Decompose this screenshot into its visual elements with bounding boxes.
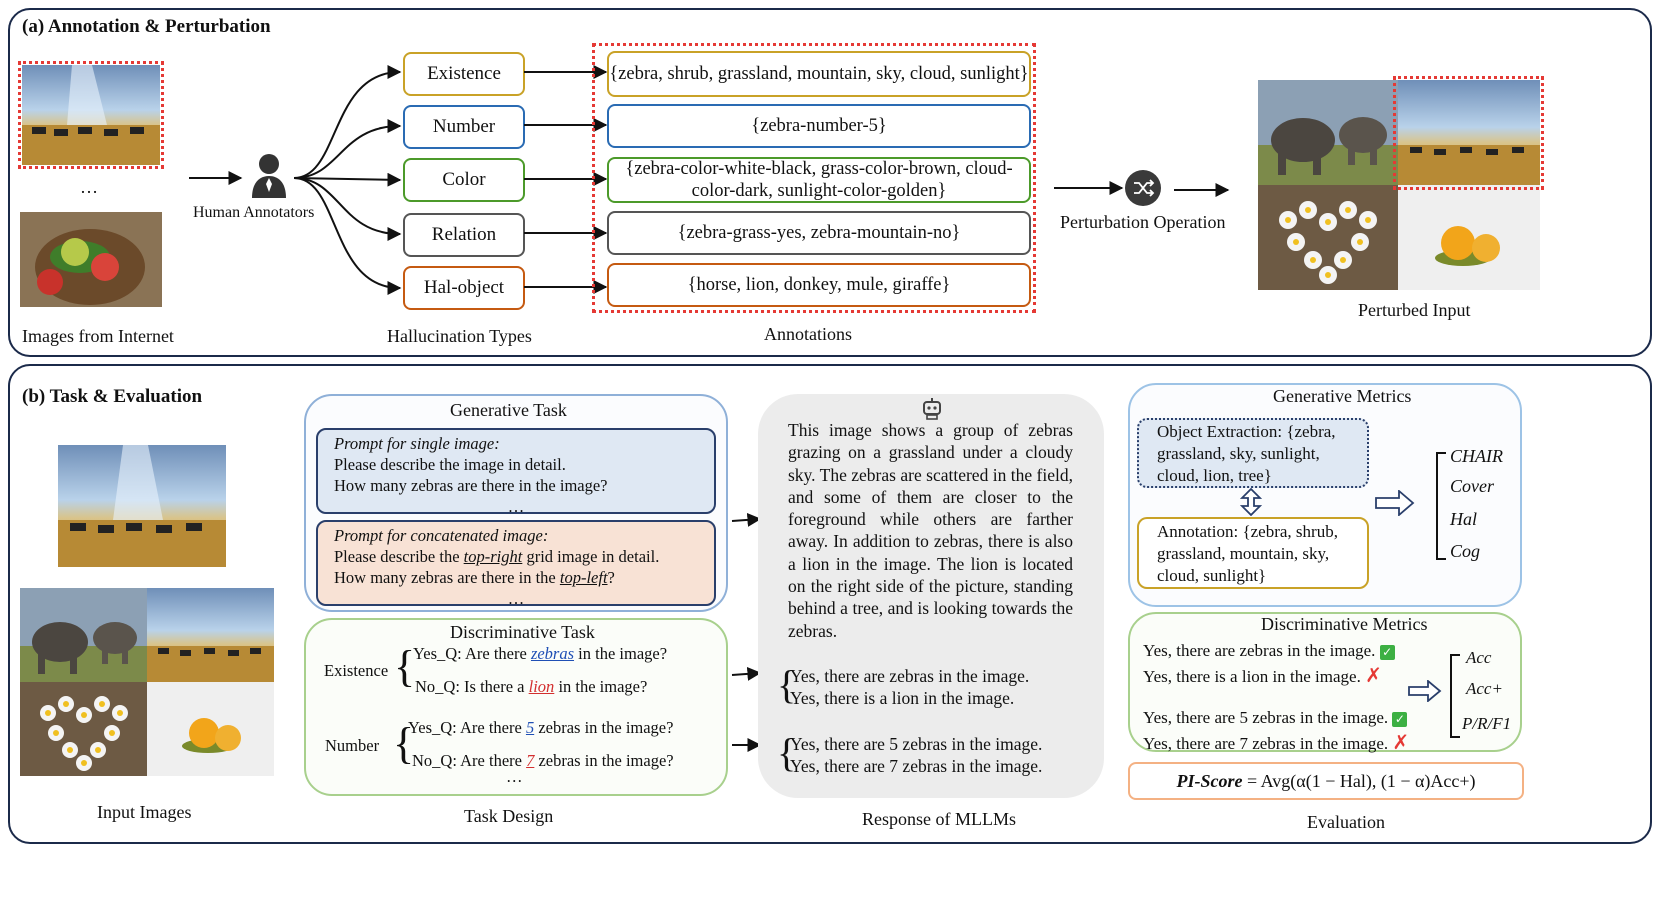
- concat-prompt-line-1: Please describe the top-right grid image…: [334, 547, 660, 566]
- single-prompt-line-1: Please describe the image in detail.: [334, 455, 566, 474]
- annotations-frame: [592, 43, 1036, 313]
- annotation-relation: {zebra-grass-yes, zebra-mountain-no}: [607, 211, 1031, 255]
- task-design-caption: Task Design: [464, 806, 554, 826]
- selected-image-frame: [18, 61, 164, 169]
- more-images-ellipsis: …: [80, 177, 98, 197]
- perturbed-input-caption: Perturbed Input: [1358, 300, 1471, 320]
- check-icon: ✓: [1392, 712, 1408, 727]
- generative-task-title: Generative Task: [450, 400, 567, 420]
- concat-prompt-heading: Prompt for concatenated image: [334, 526, 543, 545]
- input-images-caption: Input Images: [97, 802, 192, 822]
- generative-metrics-bracket: [1436, 452, 1446, 560]
- existence-answer-brace: {: [777, 662, 797, 707]
- response-box: [758, 394, 1104, 798]
- number-answer-2: Yes, there are 7 zebras in the image.: [790, 756, 1043, 776]
- annotation-panel-title: (a) Annotation & Perturbation: [22, 16, 271, 37]
- metric-chair: CHAIR: [1450, 446, 1503, 466]
- concat-prompt-line-2: How many zebras are there in the top-lef…: [334, 568, 615, 587]
- existence-no-question: No_Q: Is there a lion in the image?: [415, 677, 648, 696]
- single-image-prompt-box: Prompt for single image: Please describe…: [316, 428, 716, 516]
- bidirectional-arrow-icon: [1239, 487, 1263, 521]
- arrow-to-annotators: [189, 171, 243, 185]
- existence-brace: {: [394, 642, 416, 691]
- metric-cover: Cover: [1450, 476, 1494, 496]
- to-discriminative-metrics-arrow: [1408, 679, 1442, 707]
- perturbation-operation-label: Perturbation Operation: [1060, 212, 1226, 232]
- shuffle-icon: [1125, 170, 1161, 211]
- human-annotators-label: Human Annotators: [193, 204, 315, 221]
- pi-score-formula: = Avg(α(1 − Hal), (1 − α)Acc+): [1246, 770, 1476, 791]
- number-no-question: No_Q: Are there 7 zebras in the image?: [412, 751, 674, 770]
- disc-metric-line-1: Yes, there are zebras in the image. ✓: [1143, 641, 1395, 661]
- pi-score-name: PI-Score: [1176, 770, 1243, 791]
- number-yes-question: Yes_Q: Are there 5 zebras in the image?: [408, 718, 674, 737]
- metric-acc: Acc: [1466, 648, 1492, 667]
- task-to-response-arrows: [731, 512, 762, 752]
- annotation-hal-object: {horse, lion, donkey, mule, giraffe}: [607, 263, 1031, 307]
- single-prompt-ellipsis: …: [507, 497, 525, 516]
- annotation-reference-box: Annotation: {zebra, shrub, grassland, mo…: [1137, 517, 1369, 589]
- discriminative-metrics-bracket: [1450, 654, 1460, 738]
- number-answer-1: Yes, there are 5 zebras in the image.: [790, 734, 1043, 754]
- input-zebra-image: [58, 445, 226, 567]
- type-number: Number: [403, 105, 525, 149]
- check-icon: ✓: [1379, 645, 1395, 660]
- discriminative-metrics-box: [1128, 612, 1522, 752]
- perturbed-input-grid: [1258, 80, 1540, 290]
- number-answer-brace: {: [777, 730, 797, 775]
- discriminative-metrics-title: Discriminative Metrics: [1261, 614, 1428, 634]
- metric-prf1: P/R/F1: [1462, 714, 1512, 733]
- annotations-caption: Annotations: [764, 324, 852, 344]
- concatenated-image-prompt-box: Prompt for concatenated image: Please de…: [316, 520, 716, 608]
- zebra-image: [22, 65, 160, 165]
- generative-metrics-title: Generative Metrics: [1273, 386, 1412, 406]
- number-label: Number: [325, 736, 380, 755]
- annotator-branch-arrows: [293, 65, 402, 295]
- images-from-internet-caption: Images from Internet: [22, 326, 174, 346]
- metric-hal: Hal: [1450, 509, 1477, 529]
- to-generative-metrics-arrow: [1375, 489, 1415, 521]
- type-color: Color: [403, 158, 525, 202]
- hallucination-types-caption: Hallucination Types: [387, 326, 532, 346]
- generative-response-text: This image shows a group of zebras grazi…: [788, 420, 1073, 641]
- person-icon: [250, 152, 288, 203]
- metric-acc-plus: Acc+: [1466, 679, 1503, 698]
- metric-cog: Cog: [1450, 541, 1481, 561]
- arrow-to-perturbation: [1054, 181, 1124, 195]
- annotation-color: {zebra-color-white-black, grass-color-br…: [607, 157, 1031, 203]
- single-prompt-heading: Prompt for single image: [334, 434, 495, 453]
- response-caption: Response of MLLMs: [862, 809, 1016, 829]
- single-prompt-line-2: How many zebras are there in the image?: [334, 476, 608, 495]
- existence-label: Existence: [324, 661, 389, 680]
- disc-metric-line-2: Yes, there is a lion in the image. ✗: [1143, 663, 1382, 687]
- pi-score-box: PI-Score = Avg(α(1 − Hal), (1 − α)Acc+): [1128, 762, 1524, 800]
- apple-image: [20, 212, 162, 307]
- cross-icon: ✗: [1392, 730, 1410, 754]
- discriminative-task-title: Discriminative Task: [450, 622, 595, 642]
- concat-prompt-ellipsis: …: [507, 589, 525, 608]
- annotation-number: {zebra-number-5}: [607, 104, 1031, 148]
- disc-metric-line-4: Yes, there are 7 zebras in the image. ✗: [1143, 730, 1410, 754]
- discriminative-ellipsis: …: [506, 767, 523, 786]
- existence-yes-question: Yes_Q: Are there zebras in the image?: [413, 644, 668, 663]
- object-extraction-box: Object Extraction: {zebra, grassland, sk…: [1137, 418, 1369, 488]
- number-brace: {: [393, 719, 415, 768]
- type-existence: Existence: [403, 52, 525, 96]
- discriminative-task-box: [304, 618, 728, 796]
- type-relation: Relation: [403, 213, 525, 257]
- annotation-existence: {zebra, shrub, grassland, mountain, sky,…: [607, 51, 1031, 97]
- robot-icon: [920, 398, 944, 425]
- cross-icon: ✗: [1365, 663, 1382, 687]
- existence-answer-1: Yes, there are zebras in the image.: [790, 666, 1030, 686]
- existence-answer-2: Yes, there is a lion in the image.: [790, 688, 1015, 708]
- type-hal-object: Hal-object: [403, 266, 525, 310]
- disc-metric-line-3: Yes, there are 5 zebras in the image. ✓: [1143, 708, 1408, 728]
- arrow-to-perturbed: [1174, 183, 1230, 197]
- perturbed-highlight-frame: [1393, 76, 1544, 190]
- input-concatenated-grid: [20, 588, 274, 776]
- evaluation-caption: Evaluation: [1307, 812, 1385, 832]
- task-evaluation-panel-title: (b) Task & Evaluation: [22, 386, 203, 407]
